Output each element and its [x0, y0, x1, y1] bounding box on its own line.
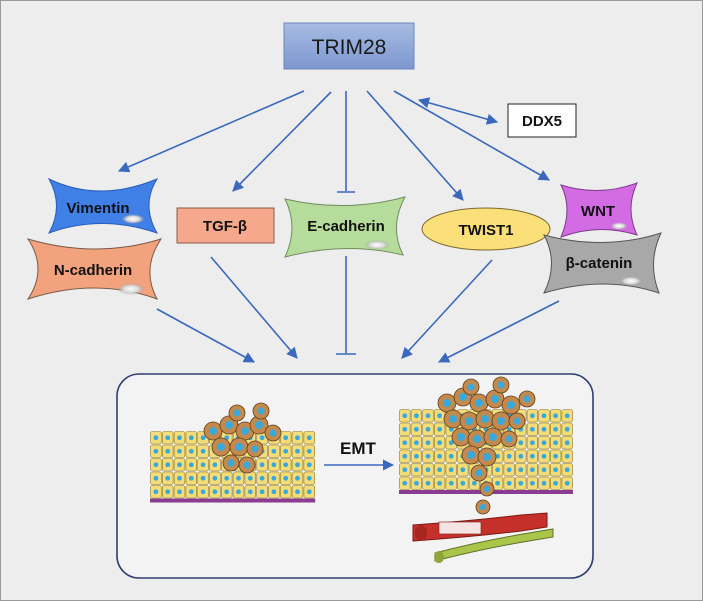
arrow-trim28-ddx5	[417, 97, 499, 125]
arrow-trim28-twist1	[366, 90, 464, 201]
arrow-twist1-emt	[401, 259, 493, 359]
beta-catenin-cell: β-catenin	[543, 232, 662, 294]
epithelial-tissue-icon	[150, 402, 316, 503]
nucleus-icon	[121, 214, 145, 224]
arrow-tgf-beta-emt	[210, 256, 298, 359]
emt-edges	[156, 256, 560, 363]
e-cadherin-cell: E-cadherin	[284, 196, 406, 258]
n-cadherin-label: N-cadherin	[54, 262, 132, 279]
vimentin-cell: Vimentin	[47, 177, 159, 234]
tgf-beta-node: TGF-β	[176, 207, 275, 244]
e-cadherin-label: E-cadherin	[307, 218, 385, 235]
wnt-cell: WNT	[560, 182, 638, 238]
emt-panel: EMT	[116, 373, 594, 579]
arrow-trim28-vimentin	[117, 90, 305, 173]
vimentin-label: Vimentin	[66, 200, 129, 217]
ddx5-label: DDX5	[522, 113, 562, 130]
nucleus-icon	[117, 283, 145, 295]
twist1-node: TWIST1	[421, 207, 551, 251]
arrow-beta-catenin-emt	[438, 300, 560, 363]
trim28-label: TRIM28	[312, 36, 387, 59]
beta-catenin-label: β-catenin	[566, 255, 633, 272]
arrow-n-cadherin-emt	[156, 308, 255, 363]
nucleus-icon	[610, 222, 628, 230]
emt-label: EMT	[340, 439, 377, 458]
arrow-trim28-tgf-beta	[232, 91, 332, 192]
nucleus-icon	[619, 276, 643, 286]
tgf-beta-label: TGF-β	[203, 218, 247, 235]
trim28-edges	[117, 90, 550, 201]
nucleus-icon	[364, 240, 390, 250]
wnt-label: WNT	[581, 203, 615, 220]
mesenchymal-tissue-icon	[399, 376, 573, 515]
n-cadherin-cell: N-cadherin	[26, 238, 163, 300]
twist1-label: TWIST1	[459, 222, 514, 239]
blood-vessel-icon	[412, 512, 548, 542]
lymph-vessel-icon	[434, 528, 554, 563]
trim28-node: TRIM28	[283, 22, 415, 70]
ddx5-node: DDX5	[507, 103, 577, 138]
